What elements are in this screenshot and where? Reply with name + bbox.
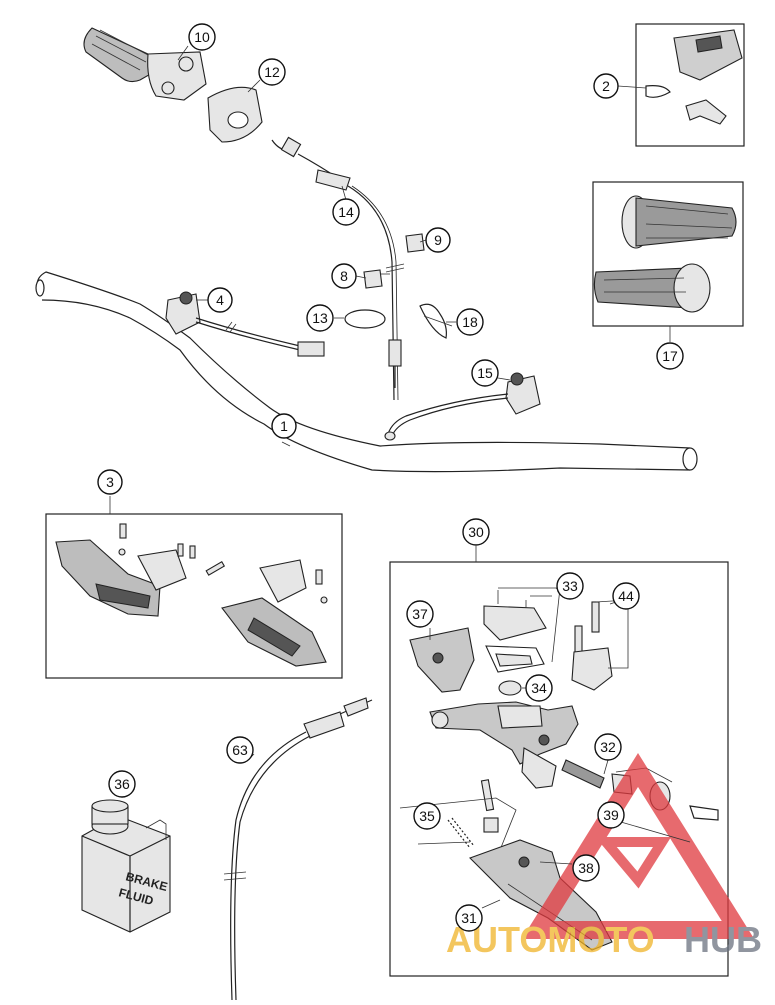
callout-33: 33 <box>556 572 584 600</box>
box-3 <box>45 513 343 679</box>
callout-9: 9 <box>425 227 451 253</box>
svg-text:3: 3 <box>106 474 114 490</box>
svg-text:31: 31 <box>461 910 477 926</box>
callout-17: 17 <box>656 342 684 370</box>
callout-36: 36 <box>108 770 136 798</box>
svg-text:39: 39 <box>603 807 619 823</box>
svg-text:30: 30 <box>468 524 484 540</box>
box-2 <box>635 23 745 147</box>
watermark: AUTOMOTO HUB <box>446 753 762 960</box>
callout-63: 63 <box>226 736 254 764</box>
svg-text:9: 9 <box>434 232 442 248</box>
watermark-text-part1: AUTOMOTO <box>446 919 655 960</box>
callout-31: 31 <box>455 904 483 932</box>
callout-37: 37 <box>406 600 434 628</box>
callout-10: 10 <box>188 23 216 51</box>
callout-35: 35 <box>413 802 441 830</box>
callout-14: 14 <box>332 198 360 226</box>
callout-39: 39 <box>597 801 625 829</box>
handlebar <box>35 271 698 473</box>
callout-12: 12 <box>258 58 286 86</box>
callout-30: 30 <box>462 518 490 546</box>
svg-text:2: 2 <box>602 78 610 94</box>
clutch-cable <box>223 697 373 1001</box>
svg-text:17: 17 <box>662 348 678 364</box>
callout-32: 32 <box>594 733 622 761</box>
switch-left <box>165 291 325 357</box>
callout-4: 4 <box>207 287 233 313</box>
throttle-grip <box>83 27 207 101</box>
box-17 <box>592 181 744 327</box>
callout-2: 2 <box>593 73 619 99</box>
svg-text:35: 35 <box>419 808 435 824</box>
svg-text:18: 18 <box>462 314 478 330</box>
callout-13: 13 <box>306 304 334 332</box>
callout-38: 38 <box>572 854 600 882</box>
svg-text:14: 14 <box>338 204 354 220</box>
watermark-text-part2: HUB <box>684 919 762 960</box>
callout-34: 34 <box>525 674 553 702</box>
svg-text:44: 44 <box>618 588 634 604</box>
svg-text:36: 36 <box>114 776 130 792</box>
watermark-logo-icon <box>521 753 755 939</box>
brake-fluid-bottle: BRAKE FLUID <box>81 799 171 933</box>
o-ring-13 <box>344 309 386 329</box>
callout-15: 15 <box>471 359 499 387</box>
callout-44: 44 <box>612 582 640 610</box>
callout-8: 8 <box>331 263 357 289</box>
clip-8 <box>363 269 390 289</box>
svg-text:15: 15 <box>477 365 493 381</box>
callout-18: 18 <box>456 308 484 336</box>
box-30 <box>389 561 729 977</box>
callout-1: 1 <box>271 413 297 439</box>
throttle-cable <box>271 136 405 401</box>
svg-text:37: 37 <box>412 606 428 622</box>
svg-text:12: 12 <box>264 64 280 80</box>
callout-3: 3 <box>97 469 123 495</box>
cable-sleeve-9 <box>405 233 425 253</box>
svg-text:13: 13 <box>312 310 328 326</box>
svg-text:10: 10 <box>194 29 210 45</box>
svg-text:34: 34 <box>531 680 547 696</box>
throttle-cover <box>207 86 263 143</box>
svg-text:4: 4 <box>216 292 224 308</box>
svg-text:38: 38 <box>578 860 594 876</box>
cable-tie-18 <box>419 303 453 339</box>
svg-text:32: 32 <box>600 739 616 755</box>
switch-right <box>384 372 541 441</box>
svg-text:8: 8 <box>340 268 348 284</box>
svg-text:1: 1 <box>280 418 288 434</box>
svg-text:63: 63 <box>232 742 248 758</box>
svg-text:33: 33 <box>562 578 578 594</box>
